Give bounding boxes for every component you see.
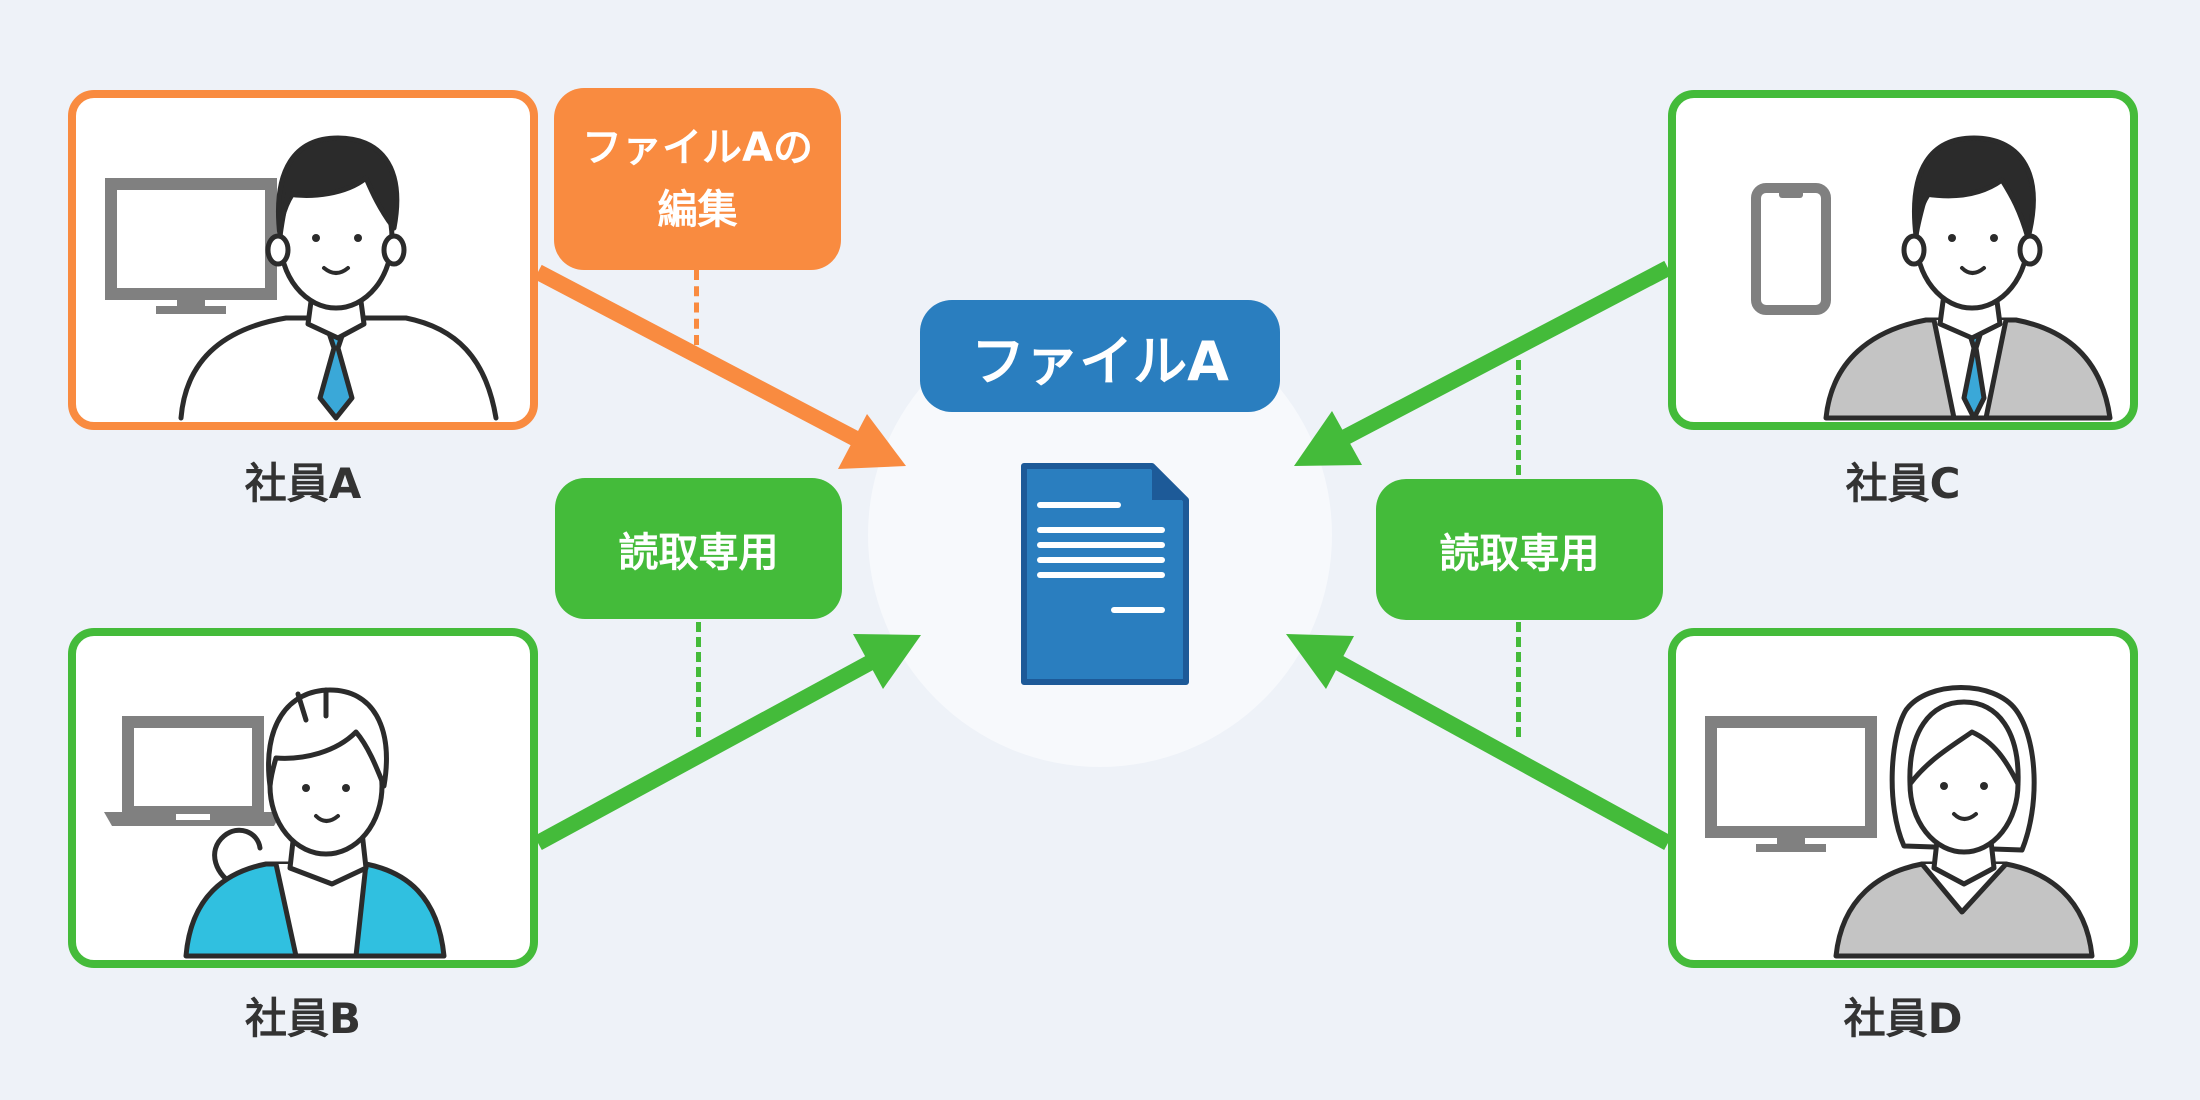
file-label: ファイルA xyxy=(920,300,1280,412)
readonly-tag-left: 読取専用 xyxy=(555,478,842,619)
employee-name-d: 社員D xyxy=(1843,994,1963,1043)
connector-edit-tag xyxy=(694,270,699,345)
arrow-b-to-file xyxy=(534,634,921,851)
readonly-tag-right: 読取専用 xyxy=(1376,479,1663,620)
employee-card-a xyxy=(68,90,538,430)
connector-readonly-right-bottom xyxy=(1516,622,1521,737)
employee-card-c xyxy=(1668,90,2138,430)
connector-readonly-left xyxy=(696,622,701,737)
employee-name-c: 社員C xyxy=(1845,459,1961,508)
edit-tag-line1: ファイルAの xyxy=(582,125,813,171)
arrow-d-to-file xyxy=(1286,634,1672,851)
document-icon xyxy=(1021,463,1189,685)
readonly-tag-left-text: 読取専用 xyxy=(618,529,779,576)
employee-name-b: 社員B xyxy=(244,994,361,1043)
laptop-icon xyxy=(104,716,282,826)
edit-tag-line2: 編集 xyxy=(657,187,738,233)
woman-suit-avatar xyxy=(1833,685,2095,959)
smartphone-icon xyxy=(1751,183,1831,315)
arrow-c-to-file xyxy=(1294,260,1672,466)
monitor-icon xyxy=(1705,716,1877,852)
readonly-tag-right-text: 読取専用 xyxy=(1439,530,1600,577)
man-suit-avatar xyxy=(1823,135,2113,421)
employee-card-b xyxy=(68,628,538,968)
employee-card-d xyxy=(1668,628,2138,968)
connector-readonly-right-top xyxy=(1516,360,1521,475)
edit-tag: ファイルAの 編集 xyxy=(554,88,841,270)
arrow-a-to-file xyxy=(534,264,906,469)
man-avatar xyxy=(178,135,499,421)
file-label-text: ファイルA xyxy=(971,329,1229,393)
monitor-icon xyxy=(105,178,277,314)
woman-avatar xyxy=(183,687,447,959)
employee-name-a: 社員A xyxy=(244,459,362,508)
